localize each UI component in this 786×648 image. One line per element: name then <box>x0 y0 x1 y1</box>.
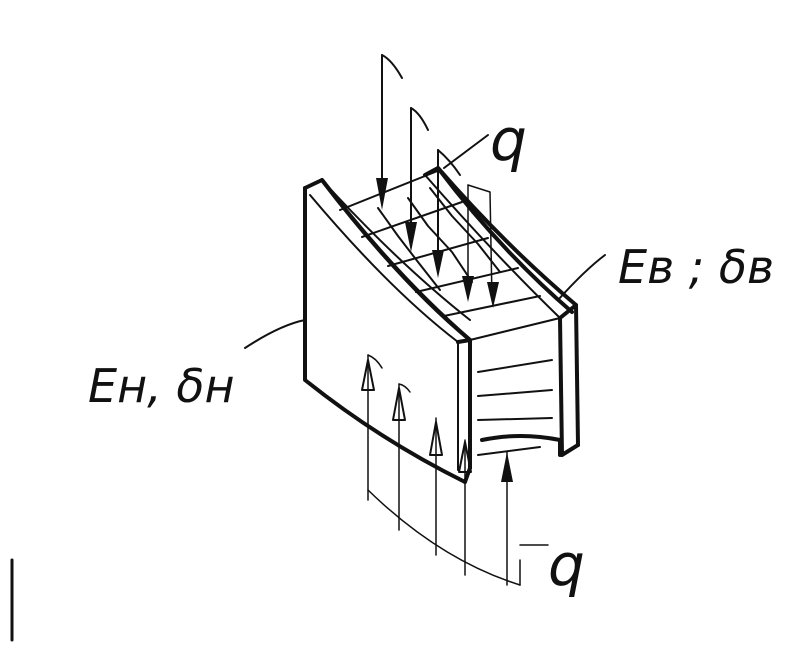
inner-layer-label: Eв ; δв <box>618 240 774 294</box>
load-label-top: q <box>490 106 527 174</box>
sandwich-panel <box>303 166 580 484</box>
outer-layer-label: Eн, δн <box>88 359 235 413</box>
arrow-down-2 <box>405 222 417 252</box>
bottom-load-diagram <box>361 354 549 586</box>
arrow-up-5 <box>501 452 513 482</box>
arrow-up-2 <box>392 387 406 421</box>
load-label-bottom: q <box>548 531 585 599</box>
arrow-up-3 <box>429 421 443 456</box>
outer-layer-leader <box>244 319 306 349</box>
arrow-up-1 <box>361 359 375 391</box>
arrow-down-5 <box>487 282 499 308</box>
inner-layer-leader <box>557 254 606 301</box>
arrow-down-3 <box>432 250 444 278</box>
arrow-up-4 <box>458 441 472 473</box>
arrow-down-4 <box>462 276 474 302</box>
